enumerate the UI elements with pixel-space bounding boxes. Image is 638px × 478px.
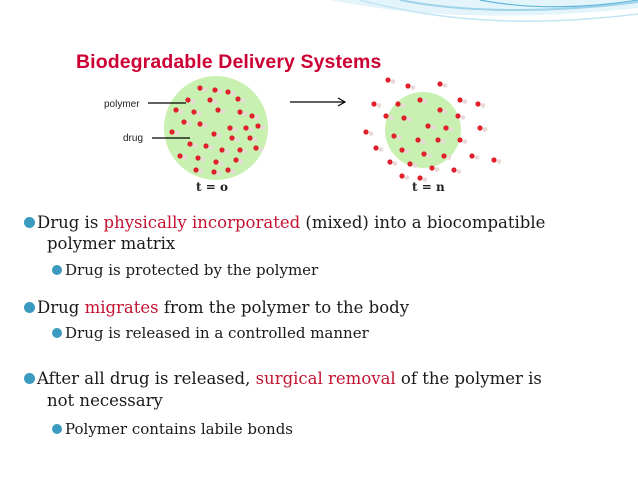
drug-particle [399,173,410,180]
time-start-label: t = o [196,180,228,194]
drug-particle [363,129,374,136]
time-end-label: t = n [412,180,445,194]
bullet-1: Drug is physically incorporated (mixed) … [24,213,545,233]
drug-particle [399,147,410,154]
drug-particle [371,101,382,108]
drug-particle [177,153,188,160]
drug-particle [227,125,238,132]
sub-bullet-3: Polymer contains labile bonds [52,419,293,439]
drug-particle [405,83,416,90]
drug-particle [211,131,222,138]
drug-particle [451,167,462,174]
slide-title: Biodegradable Delivery Systems [76,51,382,73]
drug-particle [229,135,240,142]
drug-particle [415,137,426,144]
drug-particle [407,161,418,168]
drug-particle [225,167,236,174]
drug-particle [181,119,192,126]
drug-particle [437,81,448,88]
drug-particle [225,89,236,96]
drug-particle [195,155,206,162]
drug-particle [401,115,412,122]
drug-particle [235,96,246,103]
drug-particle [387,159,398,166]
bullet-dot-icon [24,217,35,228]
drug-particle [469,153,480,160]
bullet-1-continuation: polymer matrix [47,234,176,253]
drug-particle [212,87,223,94]
bullet-dot-icon [24,302,35,313]
drug-particle [219,147,230,154]
drug-particle [191,109,202,116]
drug-particle [443,125,454,132]
drug-particle [213,159,224,166]
drug-label: drug [123,133,143,144]
drug-particle [185,97,196,104]
drug-particle [457,97,468,104]
drug-particle [383,113,394,120]
drug-particle [437,107,448,114]
drug-particle [253,145,264,152]
drug-particle [385,77,396,84]
drug-particle [249,113,260,120]
drug-particle [233,157,244,164]
drug-particle [429,165,440,172]
drug-particle [255,123,266,130]
drug-particle [211,169,222,176]
drug-particle [491,157,502,164]
polymer-label: polymer [104,99,140,110]
drug-particle [193,167,204,174]
drug-particle [207,97,218,104]
drug-particle [441,153,452,160]
drug-particle [197,121,208,128]
drug-particle [421,151,432,158]
drug-particle [477,125,488,132]
drug-particle [187,141,198,148]
drug-particle [391,133,402,140]
bullet-3: After all drug is released, surgical rem… [24,369,542,389]
drug-particle [243,125,254,132]
drug-particle [197,85,208,92]
sub-bullet-dot-icon [52,265,62,275]
drug-particle [417,175,428,182]
sub-bullet-dot-icon [52,328,62,338]
sub-bullet-1: Drug is protected by the polymer [52,260,318,280]
drug-particle [475,101,486,108]
bullet-2: Drug migrates from the polymer to the bo… [24,298,409,318]
bullet-3-continuation: not necessary [47,391,163,410]
drug-particles-initial [169,85,266,176]
sub-bullet-dot-icon [52,424,62,434]
bullet-dot-icon [24,373,35,384]
drug-particle [457,137,468,144]
drug-particle [247,135,258,142]
sub-bullet-2: Drug is released in a controlled manner [52,323,369,343]
drug-particle [435,137,446,144]
drug-particle [173,107,184,114]
degradation-diagram: polymer drug t = o t = n [104,76,502,194]
header-wave-decoration [330,0,638,22]
drug-particle [169,129,180,136]
drug-particle [395,101,406,108]
drug-particle [417,97,428,104]
drug-particle [237,109,248,116]
drug-particle [237,147,248,154]
drug-particle [373,145,384,152]
drug-particle [215,107,226,114]
drug-particle [203,143,214,150]
drug-particle [455,113,466,120]
drug-particles-released [363,77,502,182]
drug-particle [425,123,436,130]
